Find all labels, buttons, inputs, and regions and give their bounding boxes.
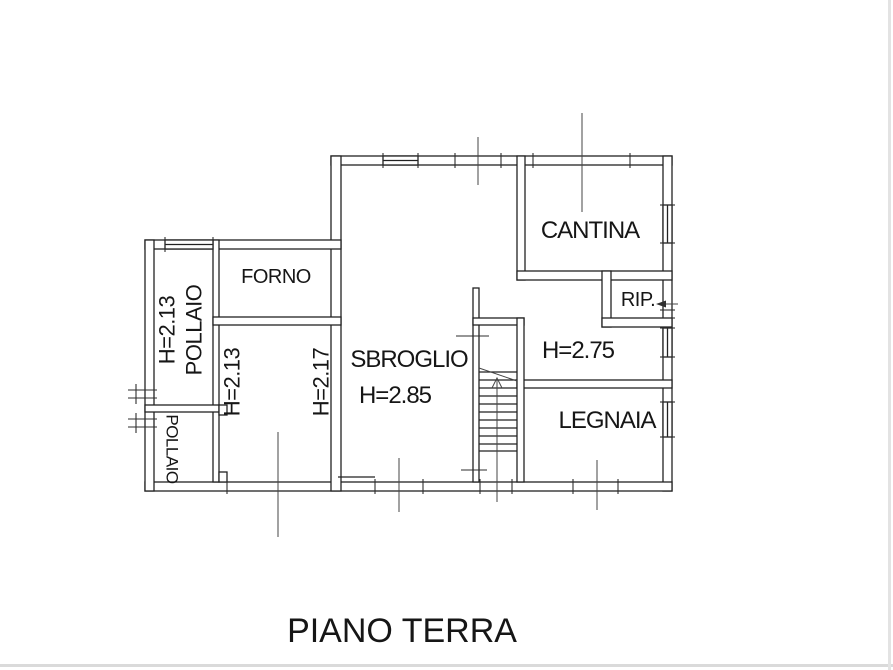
pollaio-lower-label: POLLAIO (163, 414, 182, 484)
reference-lines (277, 113, 598, 537)
wall-pollaio-right (212, 239, 220, 483)
wall-stair-left (472, 287, 480, 483)
plan-title: PIANO TERRA (287, 612, 517, 650)
window-legnaia-right (660, 401, 675, 438)
rip-label: RIP. (621, 289, 655, 311)
bottom-wall-ticks (226, 476, 619, 494)
pollaio-upper-label: POLLAIO (182, 284, 207, 375)
interior-walls (144, 155, 673, 483)
loggia-height-left-label: H=2.13 (220, 347, 245, 416)
cantina-label: CANTINA (541, 217, 640, 244)
window-corridor-right (660, 327, 675, 358)
rip-entry-arrow-icon (656, 300, 678, 308)
loggia-height-right-label: H=2.17 (309, 347, 334, 416)
door-rip-right (660, 309, 675, 319)
image-edge-shadow-right (888, 0, 891, 670)
left-wall-slit-upper (128, 384, 157, 404)
top-wall-ticks (454, 153, 631, 168)
stair-up-arrow-icon (491, 376, 503, 389)
wall-stair-top (472, 317, 525, 326)
wall-rip-bottom (601, 317, 673, 328)
pollaio-upper-height-label: H=2.13 (155, 295, 180, 364)
wall-forno-bottom (212, 316, 342, 326)
legnaia-label: LEGNAIA (558, 407, 656, 434)
wall-cantina-bottom (516, 270, 673, 281)
wall-stair-right (516, 317, 525, 483)
staircase (456, 287, 525, 502)
windows (128, 153, 678, 494)
forno-label: FORNO (241, 266, 311, 288)
left-wall-slit-lower (128, 413, 157, 433)
window-cantina-right (660, 204, 675, 244)
wall-annex-left (144, 239, 155, 492)
wall-stub-upper (218, 404, 228, 416)
sbroglio-label: SBROGLIO (350, 346, 468, 373)
wall-pollaio-divider (144, 404, 220, 413)
room-labels: CANTINA RIP. H=2.75 LEGNAIA SBROGLIO H=2… (155, 217, 658, 484)
stair-treads (479, 371, 517, 452)
wall-stub-lower (218, 471, 228, 483)
image-edge-shadow-bottom (0, 664, 893, 667)
sbroglio-height-label: H=2.85 (359, 382, 432, 409)
wall-legnaia-top (516, 379, 673, 389)
stair-break-line (478, 367, 518, 382)
wall-bottom (144, 481, 673, 492)
wall-cantina-left (516, 155, 526, 281)
corridor-height-label: H=2.75 (542, 337, 615, 364)
